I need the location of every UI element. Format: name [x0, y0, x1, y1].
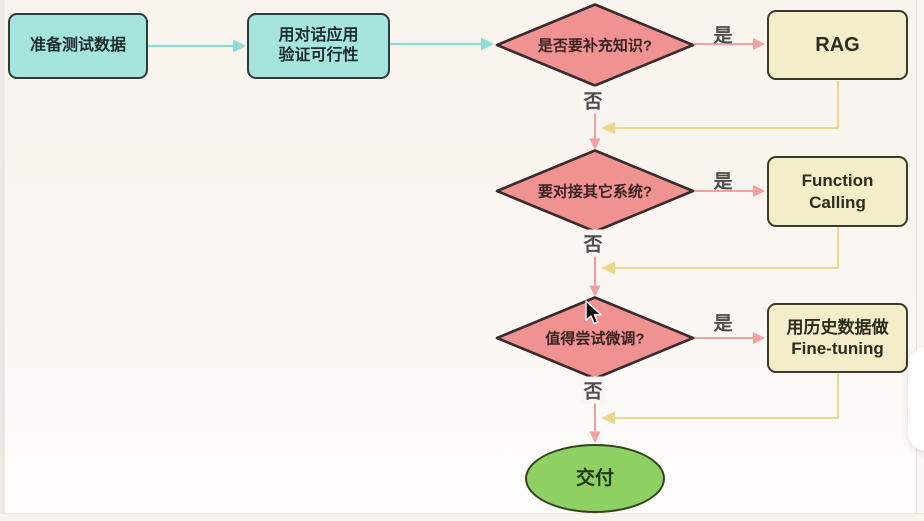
bottom-edge-strip [0, 513, 924, 521]
edge-decision1-rag [694, 38, 765, 50]
edge-label-finetune-yes: 是 [713, 313, 733, 335]
edge-label-knowledge-no: 否 [580, 86, 606, 114]
node-rag[interactable]: RAG [767, 10, 908, 80]
node-prepare-test-data[interactable]: 准备测试数据 [8, 13, 148, 79]
edge-label-knowledge-yes: 是 [713, 25, 733, 47]
edge-label-systems-no: 否 [580, 229, 606, 257]
left-edge-strip [0, 0, 5, 521]
edge-function-calling-return [601, 227, 839, 275]
edge-start-verify [148, 39, 246, 53]
node-deliver[interactable]: 交付 [525, 444, 665, 513]
decision-finetune-label: 值得尝试微调? [545, 330, 645, 348]
decision-knowledge-shape[interactable] [495, 3, 695, 87]
decision-systems-label: 要对接其它系统? [537, 183, 653, 201]
edge-verify-decision1 [390, 37, 494, 51]
right-edge-overlay [908, 347, 924, 451]
node-verify-feasibility[interactable]: 用对话应用 验证可行性 [247, 13, 390, 79]
mouse-cursor-icon [585, 300, 602, 325]
edge-fine-tuning-return [601, 373, 839, 425]
edge-label-finetune-no: 否 [580, 376, 606, 404]
edge-label-systems-yes: 是 [713, 171, 733, 193]
decision-knowledge-label: 是否要补充知识? [537, 37, 653, 55]
edge-decision3-fine-tuning [694, 332, 765, 344]
edge-decision2-function-calling [694, 185, 765, 197]
edge-rag-return [601, 81, 839, 135]
node-fine-tuning[interactable]: 用历史数据做 Fine-tuning [767, 303, 908, 373]
node-function-calling[interactable]: Function Calling [767, 156, 908, 227]
right-edge-strip [916, 0, 924, 521]
